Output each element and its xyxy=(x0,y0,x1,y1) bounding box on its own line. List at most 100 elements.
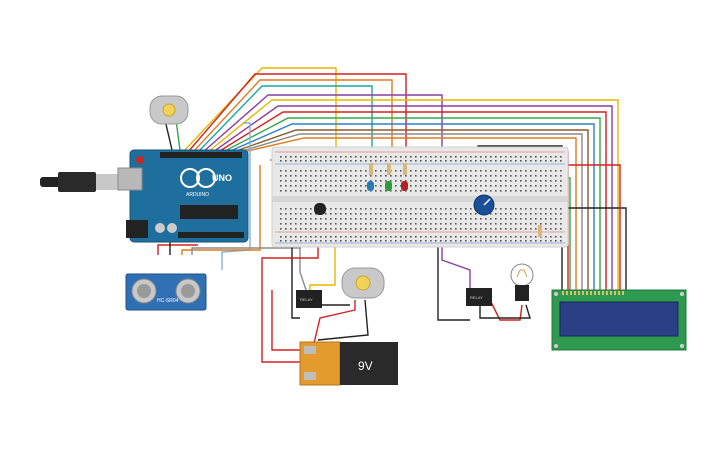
resistor-3[interactable] xyxy=(403,163,407,175)
wire-motor2-red[interactable] xyxy=(309,300,356,361)
light-bulb[interactable] xyxy=(510,263,534,301)
wire-motor1-black[interactable] xyxy=(164,119,173,151)
atmega-chip xyxy=(180,205,238,219)
arduino-uno-board[interactable]: UNO ARDUINO xyxy=(40,149,249,243)
leds xyxy=(367,181,408,191)
usb-port xyxy=(117,167,143,191)
arduino-logo-right xyxy=(196,168,216,188)
lcd-pin xyxy=(618,291,620,295)
dc-motor-2[interactable] xyxy=(341,267,385,299)
arduino-logo xyxy=(180,168,200,188)
relay1-label: RELAY xyxy=(300,297,313,302)
lcd-pin xyxy=(622,291,624,295)
motor2-shaft xyxy=(355,275,371,291)
wire-orange[interactable] xyxy=(192,79,393,165)
ultrasonic-sensor[interactable]: HC-SR04 xyxy=(125,273,207,311)
wire-yellow-right[interactable] xyxy=(207,99,619,290)
lcd-pin xyxy=(570,291,572,295)
lcd-hole-tl xyxy=(554,292,558,296)
transistor-body xyxy=(314,203,326,215)
lcd-hole-tr xyxy=(680,292,684,296)
relay-1[interactable]: RELAY xyxy=(296,290,322,308)
lcd-pin xyxy=(574,291,576,295)
wire-us-orange[interactable] xyxy=(181,165,261,255)
breadboard-holes xyxy=(280,156,562,242)
green-led[interactable] xyxy=(385,181,392,191)
capacitor xyxy=(155,223,165,233)
relay-2[interactable]: RELAY xyxy=(466,288,492,306)
lcd-pin xyxy=(614,291,616,295)
red-led[interactable] xyxy=(401,181,408,191)
battery-terminal-2 xyxy=(304,372,316,380)
wire-relay1-red[interactable] xyxy=(261,230,319,363)
arduino-model-label: UNO xyxy=(212,173,232,183)
wire-brown-right[interactable] xyxy=(232,129,589,290)
motor-shaft xyxy=(162,103,176,117)
wire-relay2-red[interactable] xyxy=(489,299,523,321)
lcd-pin xyxy=(610,291,612,295)
lcd-pin xyxy=(606,291,608,295)
wire-motor2-yellow[interactable] xyxy=(309,240,336,292)
dc-motor-1[interactable] xyxy=(149,95,189,125)
breadboard[interactable] xyxy=(271,146,569,248)
wire-relay1-red2[interactable] xyxy=(271,290,300,351)
lcd-hole-br xyxy=(680,344,684,348)
relay1-body xyxy=(296,290,322,308)
relay2-body xyxy=(466,288,492,306)
lcd-pin xyxy=(598,291,600,295)
blue-led[interactable] xyxy=(367,181,374,191)
digital-header xyxy=(160,152,242,158)
wire-teal[interactable] xyxy=(197,85,373,168)
bulb-socket xyxy=(515,285,529,301)
lcd-display[interactable] xyxy=(551,289,687,351)
lcd-hole-bl xyxy=(554,344,558,348)
wire-motor1-green[interactable] xyxy=(175,119,181,151)
resistor-1[interactable] xyxy=(369,163,373,175)
wire-gray-right[interactable] xyxy=(237,133,583,290)
usb-cable-end xyxy=(40,177,60,187)
relay2-label: RELAY xyxy=(470,295,483,300)
lcd-pin xyxy=(586,291,588,295)
wire-green-right[interactable] xyxy=(222,117,601,290)
bulb-filament xyxy=(516,269,528,278)
reset-button[interactable] xyxy=(136,156,144,164)
arduino-brand-label: ARDUINO xyxy=(186,192,209,198)
lcd-pin xyxy=(582,291,584,295)
resistor-2[interactable] xyxy=(387,163,391,175)
potentiometer-indicator xyxy=(483,198,491,206)
wire-red-top[interactable] xyxy=(187,73,407,170)
battery-black-body xyxy=(340,342,398,385)
sensor-transducer-right-core xyxy=(181,284,195,298)
wire-purple-right[interactable] xyxy=(212,105,613,290)
sensor-transducer-left-core xyxy=(137,284,151,298)
analog-header xyxy=(178,232,244,238)
breadboard-divider xyxy=(272,196,568,202)
power-jack xyxy=(126,220,148,238)
wire-motor2-black[interactable] xyxy=(317,299,369,341)
wire-orange-right[interactable] xyxy=(242,137,577,290)
wire-relay2-black2[interactable] xyxy=(479,304,531,319)
lcd-pins xyxy=(562,291,624,295)
lcd-screen xyxy=(559,301,679,337)
wire-lcd-black[interactable] xyxy=(540,207,627,290)
usb-metal xyxy=(96,174,124,190)
usb-plug xyxy=(58,172,96,192)
potentiometer[interactable] xyxy=(473,194,495,216)
transistor[interactable] xyxy=(314,203,326,215)
lcd-pin xyxy=(602,291,604,295)
wire-blue-right[interactable] xyxy=(227,123,595,290)
wire-relay2-black[interactable] xyxy=(437,238,470,321)
resistor-4[interactable] xyxy=(538,225,542,237)
wire-us-red[interactable] xyxy=(157,244,198,255)
lcd-pin xyxy=(562,291,564,295)
lcd-pin xyxy=(578,291,580,295)
lcd-pin xyxy=(590,291,592,295)
capacitor-2 xyxy=(167,223,177,233)
resistors xyxy=(369,163,542,237)
9v-battery[interactable]: 9V xyxy=(299,341,398,386)
lcd-pin xyxy=(566,291,568,295)
bulb-glass xyxy=(510,263,534,287)
battery-label: 9V xyxy=(358,359,373,373)
